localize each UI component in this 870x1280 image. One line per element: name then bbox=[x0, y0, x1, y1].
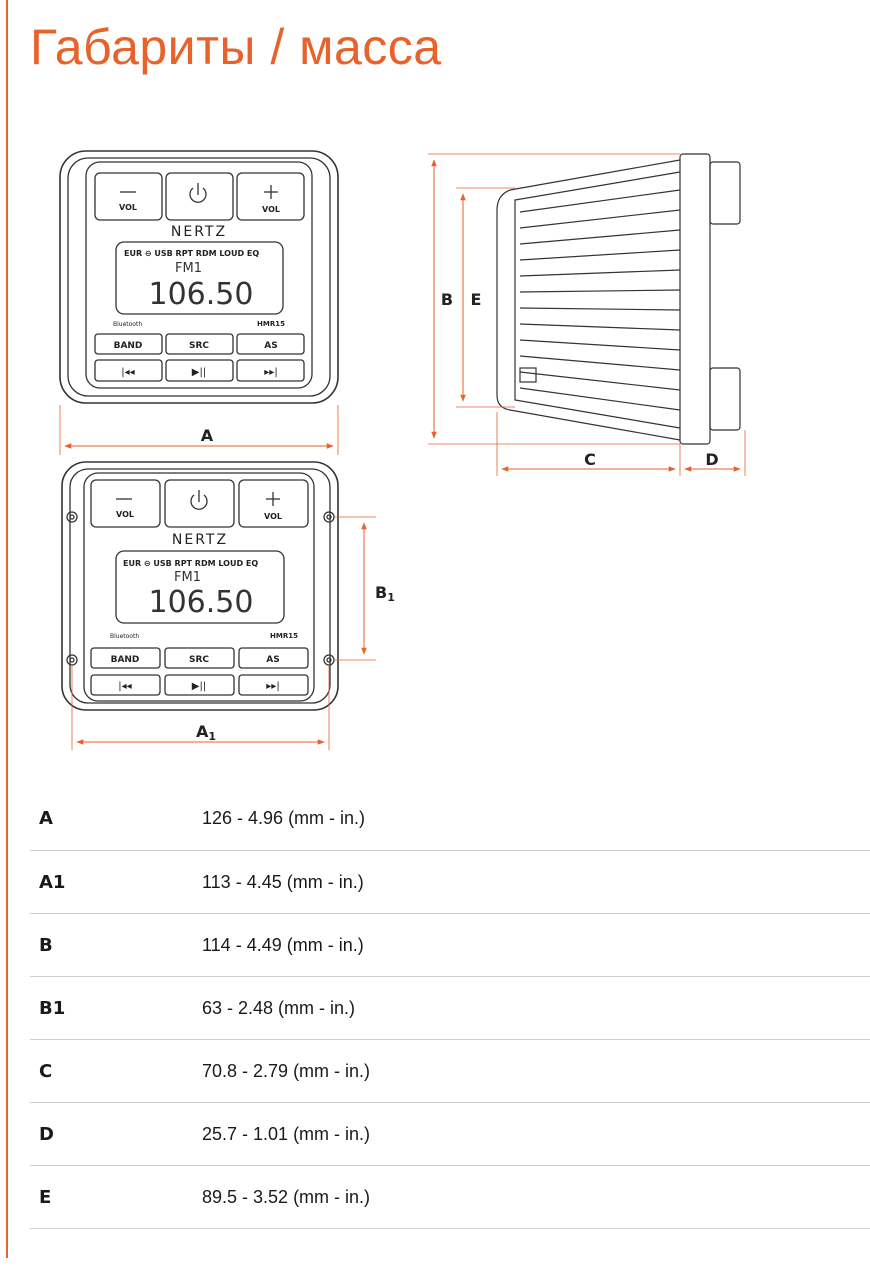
spec-row: C 70.8 - 2.79 (mm - in.) bbox=[30, 1040, 870, 1103]
next-track-icon: ▸▸| bbox=[264, 367, 277, 378]
dimension-b1: B1 bbox=[335, 516, 395, 661]
mount-view-labels: VOL VOL NERTZ EUR ⊖ USB RPT RDM LOUD EQ … bbox=[110, 510, 298, 692]
label-e: E bbox=[471, 290, 482, 309]
front-view-labels: VOL VOL NERTZ EUR ⊖ USB RPT RDM LOUD EQ … bbox=[113, 203, 285, 378]
spec-row: A 126 - 4.96 (mm - in.) bbox=[30, 787, 870, 851]
spec-value: 89.5 - 3.52 (mm - in.) bbox=[202, 1186, 371, 1207]
vol-minus-label: VOL bbox=[119, 203, 137, 212]
dimension-a1: A1 bbox=[71, 665, 330, 750]
dimension-drawing: VOL VOL NERTZ EUR ⊖ USB RPT RDM LOUD EQ … bbox=[59, 150, 746, 750]
dimension-a: A bbox=[59, 405, 339, 455]
spec-value: 70.8 - 2.79 (mm - in.) bbox=[202, 1060, 371, 1081]
mount-play-pause-icon: ▶|| bbox=[192, 681, 206, 692]
display-band: FM1 bbox=[175, 261, 202, 276]
mount-band-button-label: BAND bbox=[111, 655, 140, 665]
bluetooth-label: Bluetooth bbox=[113, 321, 142, 328]
label-b1: B1 bbox=[375, 583, 395, 604]
mount-display-band: FM1 bbox=[174, 570, 201, 585]
display-frequency: 106.50 bbox=[149, 277, 254, 312]
spec-row: D 25.7 - 1.01 (mm - in.) bbox=[30, 1103, 870, 1166]
mount-model-label: HMR15 bbox=[270, 632, 298, 640]
label-b: B bbox=[441, 290, 453, 309]
mount-view bbox=[61, 461, 339, 711]
brand-logo: NERTZ bbox=[171, 224, 227, 240]
mount-bluetooth-label: Bluetooth bbox=[110, 633, 139, 640]
spec-row: A1 113 - 4.45 (mm - in.) bbox=[30, 851, 870, 914]
spec-key: B bbox=[39, 934, 53, 956]
dimension-b-e: B E bbox=[428, 153, 680, 445]
spec-key: C bbox=[39, 1060, 53, 1082]
spec-key: B1 bbox=[39, 997, 66, 1019]
accent-rule bbox=[6, 0, 8, 1258]
mount-brand-logo: NERTZ bbox=[172, 532, 228, 548]
prev-track-icon: |◂◂ bbox=[121, 367, 134, 378]
spec-value: 63 - 2.48 (mm - in.) bbox=[202, 997, 356, 1018]
mount-vol-minus-label: VOL bbox=[116, 510, 134, 519]
src-button-label: SRC bbox=[189, 341, 209, 351]
spec-table: A 126 - 4.96 (mm - in.) A1 113 - 4.45 (m… bbox=[30, 787, 870, 1229]
spec-row: E 89.5 - 3.52 (mm - in.) bbox=[30, 1166, 870, 1229]
label-a1: A1 bbox=[196, 722, 216, 743]
display-indicators: EUR ⊖ USB RPT RDM LOUD EQ bbox=[124, 249, 259, 258]
model-label: HMR15 bbox=[257, 320, 285, 328]
spec-value: 126 - 4.96 (mm - in.) bbox=[202, 808, 366, 828]
spec-row: B1 63 - 2.48 (mm - in.) bbox=[30, 977, 870, 1040]
dimension-c-d: C D bbox=[496, 412, 746, 476]
spec-key: D bbox=[39, 1123, 54, 1145]
mount-next-track-icon: ▸▸| bbox=[266, 681, 279, 692]
spec-key: E bbox=[39, 1186, 52, 1208]
mount-as-button-label: AS bbox=[266, 655, 279, 665]
spec-key: A bbox=[39, 808, 53, 829]
mount-display-frequency: 106.50 bbox=[149, 585, 254, 620]
play-pause-icon: ▶|| bbox=[192, 367, 206, 378]
label-c: C bbox=[584, 450, 596, 469]
mount-src-button-label: SRC bbox=[189, 655, 209, 665]
label-a: A bbox=[201, 426, 214, 445]
spec-key: A1 bbox=[39, 871, 66, 893]
mount-display-indicators: EUR ⊖ USB RPT RDM LOUD EQ bbox=[123, 559, 258, 568]
spec-value: 114 - 4.49 (mm - in.) bbox=[202, 934, 364, 955]
page-title: Габариты / масса bbox=[30, 19, 442, 75]
spec-value: 25.7 - 1.01 (mm - in.) bbox=[202, 1123, 371, 1144]
spec-value: 113 - 4.45 (mm - in.) bbox=[202, 871, 364, 892]
side-view bbox=[496, 153, 741, 445]
band-button-label: BAND bbox=[114, 341, 143, 351]
vol-plus-label: VOL bbox=[262, 205, 280, 214]
label-d: D bbox=[705, 450, 718, 469]
mount-prev-track-icon: |◂◂ bbox=[118, 681, 131, 692]
spec-row: B 114 - 4.49 (mm - in.) bbox=[30, 914, 870, 977]
front-view bbox=[59, 150, 339, 404]
as-button-label: AS bbox=[264, 341, 277, 351]
mount-vol-plus-label: VOL bbox=[264, 512, 282, 521]
